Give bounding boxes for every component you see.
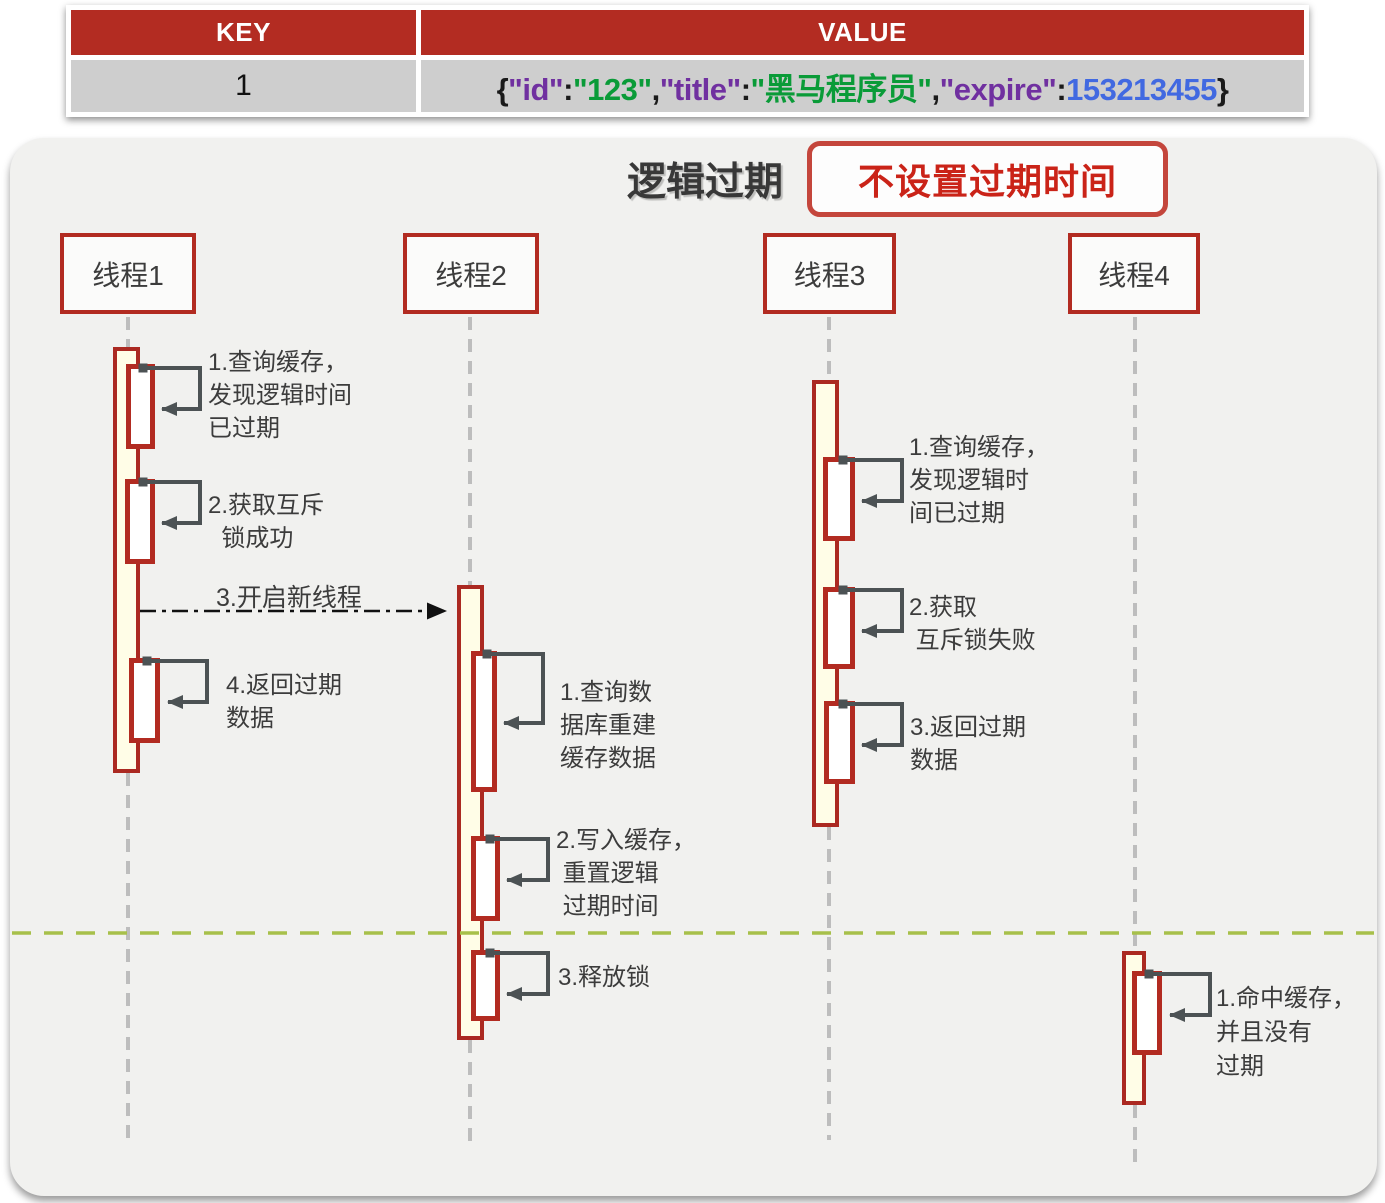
kv-row-key-cell: 1	[71, 60, 416, 112]
thread1-note-3: 4.返回过期数据	[226, 672, 343, 732]
thread2-note-1: 1.查询数据库重建缓存数据	[560, 679, 656, 772]
thread1-box: 线程1	[60, 233, 196, 314]
no-expire-badge-label: 不设置过期时间	[857, 161, 1117, 202]
thread1-sub-activation-3	[129, 658, 160, 743]
thread2-sub-activation-3	[471, 950, 500, 1021]
thread4-label: 线程4	[1098, 259, 1170, 291]
kv-row-key: 1	[235, 69, 252, 102]
kv-table: KEY VALUE 1 {"id":"123","title":"黑马程序员",…	[66, 5, 1309, 117]
kv-row-value-cell: {"id":"123","title":"黑马程序员","expire":153…	[421, 60, 1304, 112]
kv-header-key-label: KEY	[216, 17, 271, 47]
thread2-sub-activation-1	[471, 651, 497, 792]
kv-header-value: VALUE	[421, 10, 1304, 55]
thread4-sub-activation-1	[1132, 971, 1162, 1055]
thread2-box: 线程2	[403, 233, 539, 314]
thread3-sub-activation-2	[823, 587, 855, 669]
kv-header-value-label: VALUE	[818, 17, 907, 47]
thread4-note-1: 1.命中缓存，并且没有过期	[1216, 985, 1357, 1080]
no-expire-badge: 不设置过期时间	[807, 141, 1168, 217]
thread1-label: 线程1	[92, 259, 164, 291]
thread2-note-2: 2.写入缓存， 重置逻辑 过期时间	[556, 827, 697, 920]
thread1-note-1: 1.查询缓存，发现逻辑时间已过期	[208, 349, 352, 442]
thread4-box: 线程4	[1068, 233, 1200, 314]
thread1-sub-activation-1	[126, 364, 155, 449]
thread3-note-3: 3.返回过期数据	[910, 714, 1027, 774]
kv-header-key: KEY	[71, 10, 416, 55]
thread1-sub-activation-2	[125, 479, 155, 564]
thread3-note-1: 1.查询缓存，发现逻辑时间已过期	[909, 434, 1050, 527]
thread2-note-3: 3.释放锁	[558, 964, 651, 991]
thread2-sub-activation-2	[471, 836, 500, 921]
new-thread-message-label: 3.开启新线程	[216, 584, 362, 612]
thread3-sub-activation-3	[824, 701, 855, 784]
diagram-title: 逻辑过期	[627, 161, 784, 204]
thread3-sub-activation-1	[823, 457, 855, 541]
thread2-label: 线程2	[435, 259, 507, 291]
thread3-label: 线程3	[793, 259, 866, 291]
thread3-box: 线程3	[763, 233, 896, 314]
kv-row-value-json: {"id":"123","title":"黑马程序员","expire":153…	[496, 71, 1229, 107]
thread3-note-2: 2.获取 互斥锁失败	[909, 594, 1036, 654]
thread1-note-2: 2.获取互斥 锁成功	[208, 492, 325, 552]
